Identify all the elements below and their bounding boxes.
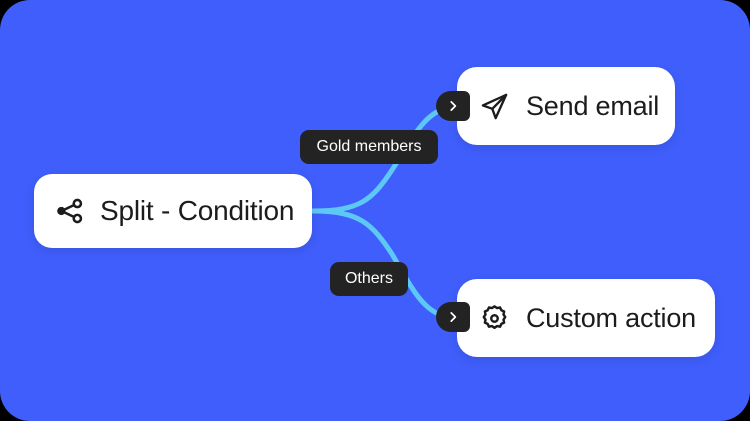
- node-split-condition-label: Split - Condition: [100, 195, 295, 226]
- chevron-right-icon: [450, 312, 457, 322]
- node-custom-action[interactable]: Custom action: [457, 279, 715, 357]
- node-custom-action-label: Custom action: [526, 302, 696, 333]
- paper-plane-icon: [479, 91, 510, 122]
- connector-chevron-custom-action[interactable]: [436, 302, 470, 332]
- gear-icon: [479, 303, 510, 334]
- connector-chevron-send-email[interactable]: [436, 91, 470, 121]
- node-send-email-label: Send email: [526, 90, 660, 121]
- branch-label-gold-members[interactable]: Gold members: [300, 130, 438, 164]
- branch-label-others[interactable]: Others: [330, 262, 408, 296]
- node-split-condition[interactable]: Split - Condition: [34, 174, 312, 248]
- chevron-right-icon: [450, 101, 457, 111]
- node-send-email[interactable]: Send email: [457, 67, 675, 145]
- share-nodes-icon: [54, 195, 86, 227]
